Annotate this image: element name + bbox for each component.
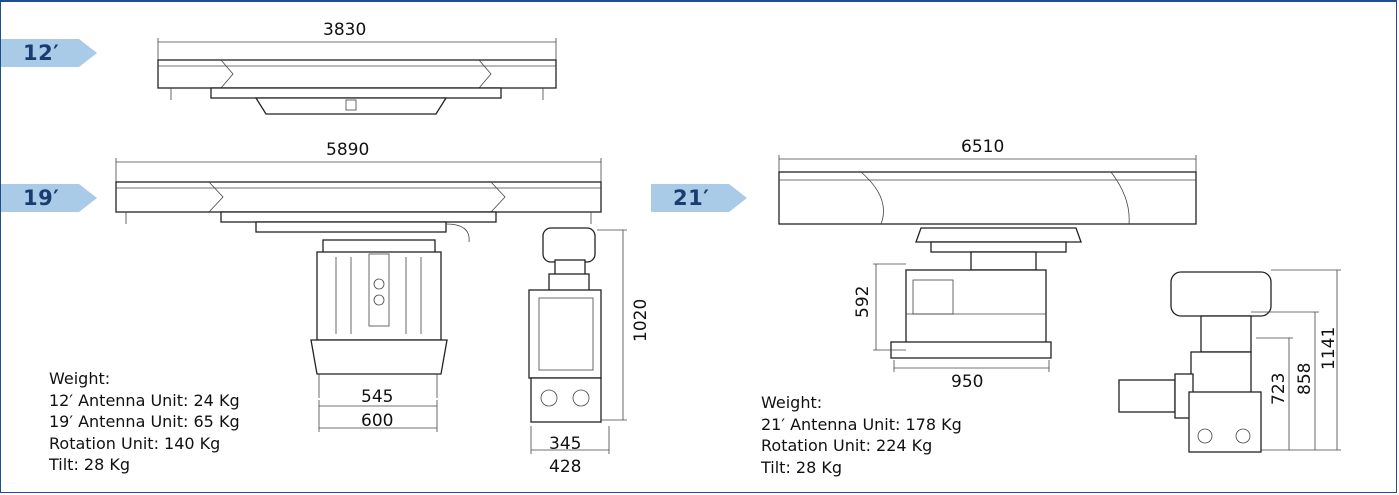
- size-tag-label: 19′: [23, 186, 60, 210]
- size-tag-19ft: 19′: [1, 184, 101, 212]
- side-view-drawing: [528, 227, 627, 454]
- dim-592: 592: [853, 285, 873, 318]
- dim-545: 545: [361, 387, 394, 407]
- dim-6510: 6510: [961, 137, 1005, 157]
- dim-345: 345: [549, 434, 582, 454]
- weight-line: Rotation Unit: 224 Kg: [761, 436, 933, 455]
- dim-858: 858: [1295, 362, 1315, 395]
- antenna-12ft-drawing: [157, 38, 557, 115]
- weight-line: Tilt: 28 Kg: [761, 457, 843, 477]
- arrow-tag-shape: [1, 39, 97, 67]
- weights-title: Weight:: [761, 393, 823, 412]
- weight-line: 12′ Antenna Unit: 24 Kg: [49, 390, 240, 410]
- arrow-tag-shape: [651, 184, 747, 212]
- size-tag-21ft: 21′: [651, 184, 751, 212]
- size-tag-label: 21′: [673, 186, 710, 210]
- dim-428: 428: [549, 457, 582, 477]
- arrow-tag-shape: [1, 184, 97, 212]
- weight-line: Rotation Unit: 140 Kg: [49, 433, 221, 453]
- dim-950: 950: [951, 372, 984, 392]
- weights-right: Weight: 21′ Antenna Unit: 178 Kg Rotatio…: [761, 392, 962, 478]
- weights-title: Weight:: [49, 369, 111, 388]
- dim-3830: 3830: [323, 20, 367, 40]
- dim-1141: 1141: [1319, 326, 1339, 370]
- antenna-21ft-drawing: [778, 155, 1341, 453]
- size-tag-12ft: 12′: [1, 39, 101, 67]
- dim-723: 723: [1269, 372, 1289, 405]
- dim-5890: 5890: [326, 140, 370, 160]
- dim-1020: 1020: [631, 298, 651, 342]
- dim-600: 600: [361, 411, 394, 431]
- size-tag-label: 12′: [23, 41, 60, 65]
- antenna-19ft-drawing: [115, 158, 602, 432]
- weights-left: Weight: 12′ Antenna Unit: 24 Kg 19′ Ante…: [49, 368, 240, 476]
- weight-line: 19′ Antenna Unit: 65 Kg: [49, 412, 240, 431]
- weight-line: 21′ Antenna Unit: 178 Kg: [761, 414, 962, 434]
- weight-line: Tilt: 28 Kg: [49, 455, 131, 474]
